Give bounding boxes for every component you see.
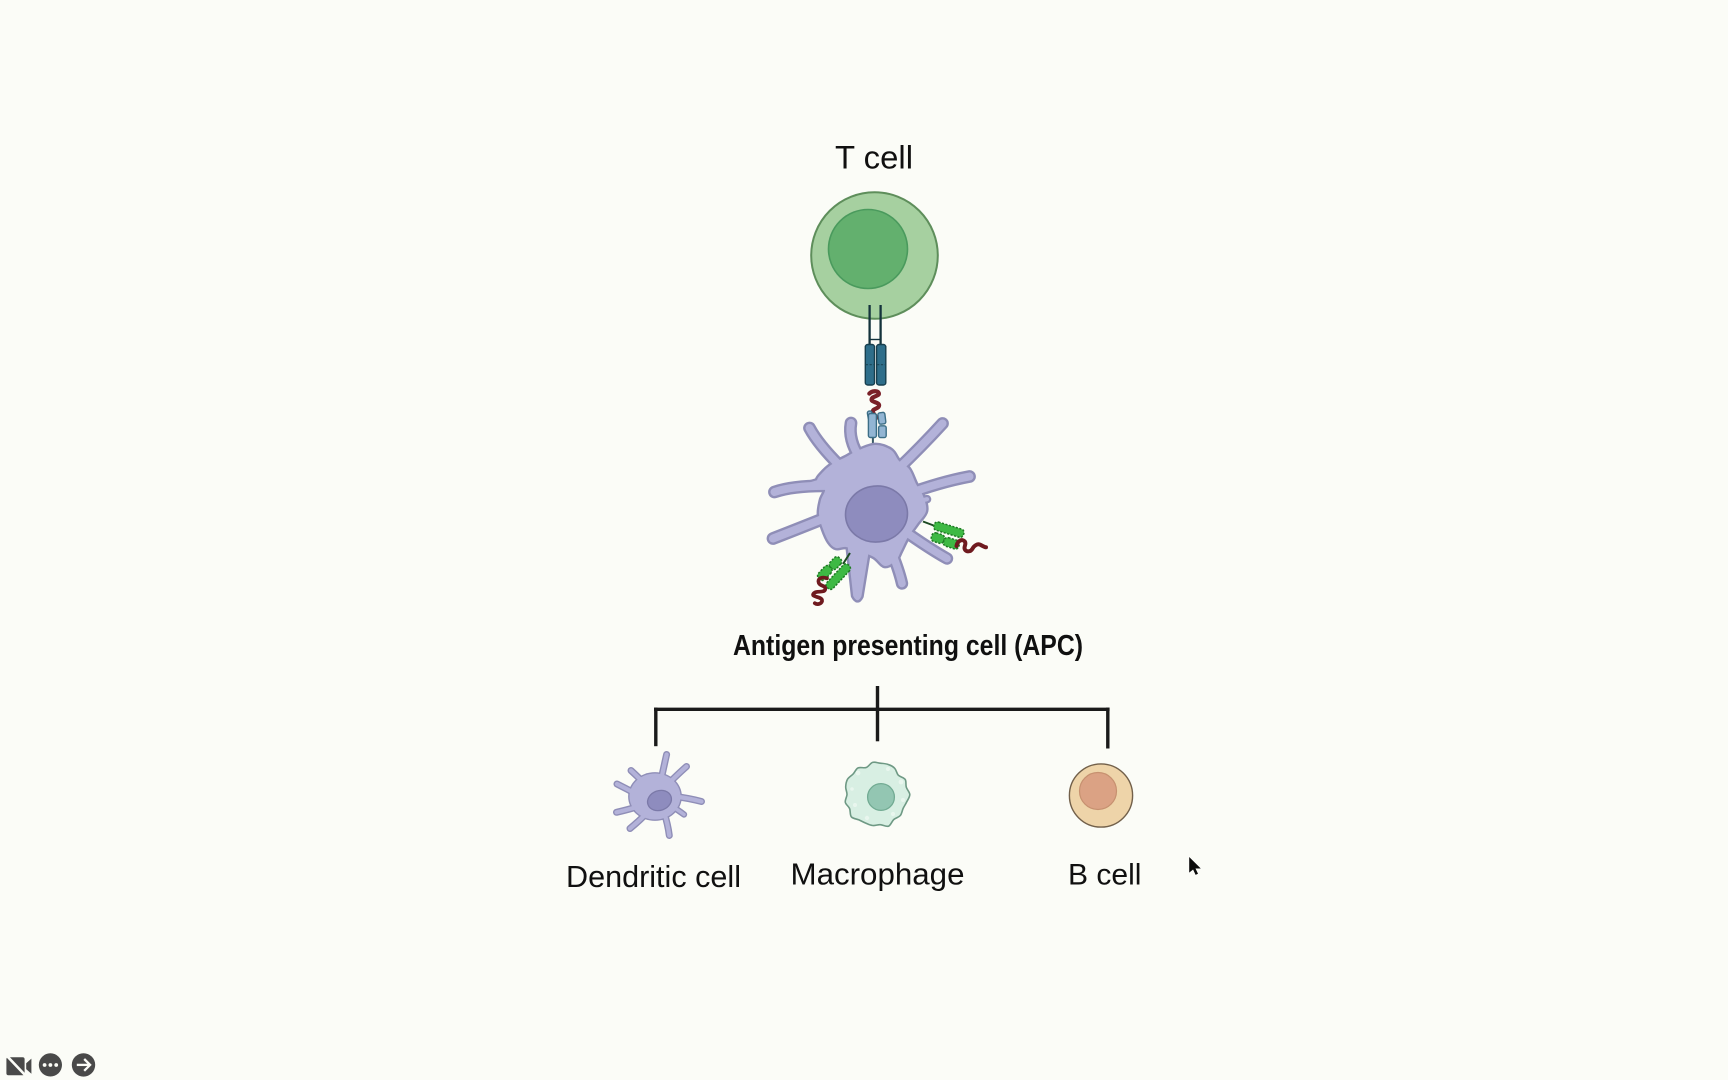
svg-text:T cell: T cell [835,140,913,176]
svg-text:Dendritic cell: Dendritic cell [566,859,741,894]
svg-text:B cell: B cell [1068,859,1142,892]
svg-text:Antigen presenting cell (APC): Antigen presenting cell (APC) [733,630,1083,662]
svg-text:Macrophage: Macrophage [791,856,965,891]
